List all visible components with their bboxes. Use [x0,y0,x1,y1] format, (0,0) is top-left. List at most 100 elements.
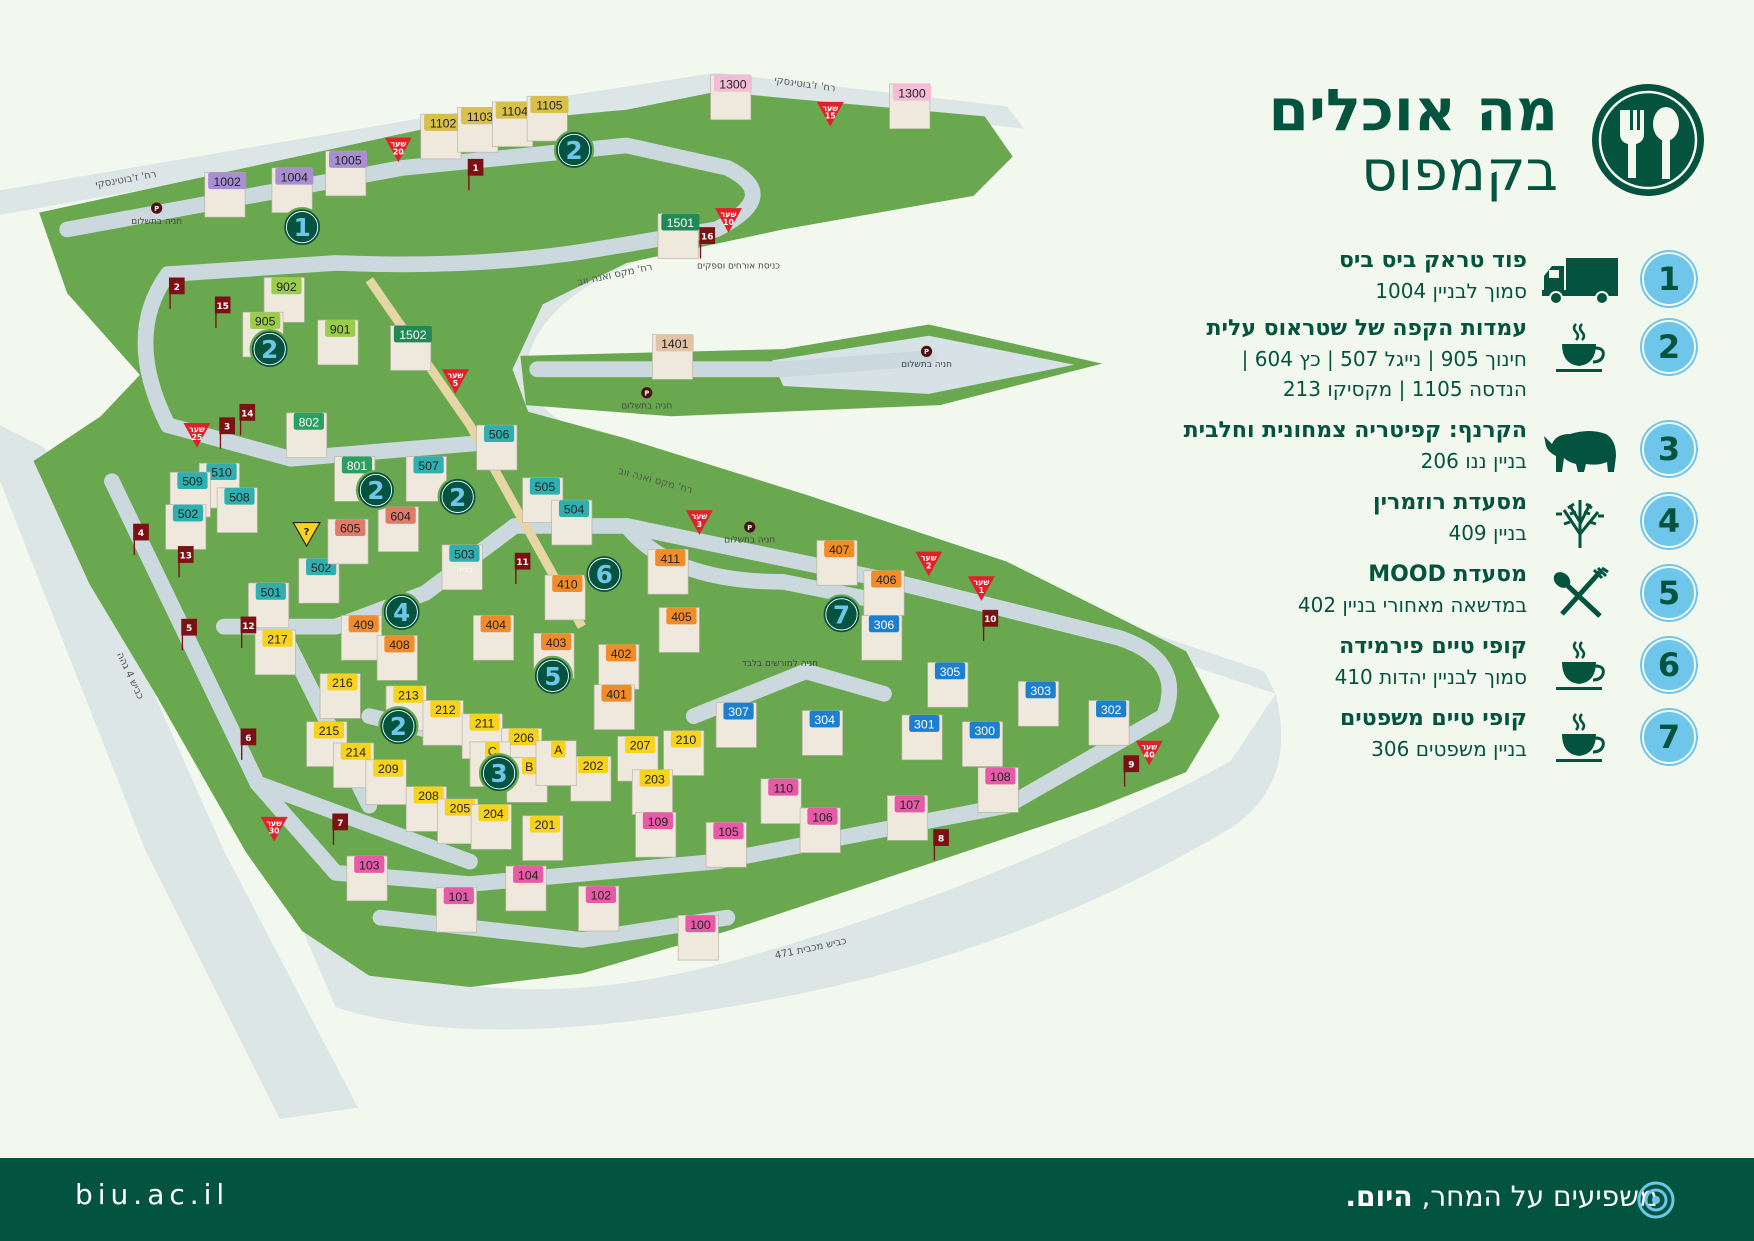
building-402[interactable]: 402 [598,644,640,690]
building-408[interactable]: 408 [376,635,418,681]
building-1002[interactable]: 1002 [204,171,247,218]
building-212[interactable]: 212 [422,700,464,746]
building-100[interactable]: 100 [677,915,719,961]
building-307[interactable]: 307 [715,702,757,748]
building-411[interactable]: 411 [647,549,689,595]
food-marker-2[interactable]: 2 [553,129,595,171]
building-503[interactable]: 503 [441,544,483,591]
parking-flag-8[interactable]: 8 [933,829,949,861]
food-marker-1[interactable]: 1 [281,207,323,248]
building-103[interactable]: 103 [346,855,388,902]
building-502[interactable]: 502 [165,504,207,550]
building-105[interactable]: 105 [705,822,747,868]
building-301[interactable]: 301 [901,714,943,761]
food-marker-2[interactable]: 2 [437,476,478,517]
building-504[interactable]: 504 [551,499,593,546]
food-marker-7[interactable]: 7 [821,594,862,635]
building-A[interactable]: A [535,740,577,786]
building-1103[interactable]: 1103 [457,107,500,153]
building-104[interactable]: 104 [505,865,547,912]
building-1300[interactable]: 1300 [889,83,932,130]
building-110[interactable]: 110 [760,778,802,824]
building-605[interactable]: 605 [327,518,369,565]
building-107[interactable]: 107 [887,795,928,841]
building-1501[interactable]: 1501 [657,213,700,259]
building-305[interactable]: 305 [927,662,969,708]
parking-flag-12[interactable]: 12 [240,616,257,648]
building-210[interactable]: 210 [663,730,705,776]
building-505[interactable]: 505 [522,477,564,523]
food-marker-6[interactable]: 6 [584,553,625,595]
parking-flag-13[interactable]: 13 [177,546,194,578]
parking-flag-3[interactable]: 3 [219,417,235,449]
building-106[interactable]: 106 [799,807,841,854]
building-1105[interactable]: 1105 [526,95,569,142]
parking-flag-2[interactable]: 2 [168,277,185,309]
building-405[interactable]: 405 [658,607,700,653]
building-201[interactable]: 201 [522,815,564,861]
building-300[interactable]: 300 [962,721,1003,767]
building-404[interactable]: 404 [473,615,514,661]
building-215[interactable]: 215 [306,721,348,767]
building-901[interactable]: 901 [317,319,359,366]
building-204[interactable]: 204 [470,804,512,850]
building-303[interactable]: 303 [1017,681,1059,727]
building-202[interactable]: 202 [570,756,612,802]
building-304[interactable]: 304 [801,710,843,756]
building-502[interactable]: 502 [298,558,340,604]
building-407[interactable]: 407 [816,540,858,586]
food-marker-2[interactable]: 2 [378,706,419,747]
parking-flag-11[interactable]: 11 [514,552,531,585]
parking-flag-4[interactable]: 4 [133,523,149,556]
parking-flag-10[interactable]: 10 [982,609,999,642]
building-409[interactable]: 409 [340,615,382,661]
building-209[interactable]: 209 [365,759,407,805]
website-link[interactable]: biu.ac.il [75,1178,230,1211]
building-401[interactable]: 401 [593,684,635,730]
food-marker-5[interactable]: 5 [532,655,573,697]
parking-flag-7[interactable]: 7 [332,813,349,845]
parking-flag-16[interactable]: 16 [699,227,716,259]
building-101[interactable]: 101 [436,887,478,933]
parking-flag-14[interactable]: 14 [239,403,256,436]
building-1300[interactable]: 1300 [710,74,752,121]
building-109[interactable]: 109 [635,812,677,858]
building-506[interactable]: 506 [476,424,518,471]
food-marker-2[interactable]: 2 [355,469,397,511]
parking-flag-9[interactable]: 9 [1123,755,1140,787]
building-507[interactable]: 507 [405,456,447,502]
building-216[interactable]: 216 [319,673,361,719]
building-1004[interactable]: 1004 [271,167,314,213]
building-203[interactable]: 203 [631,769,673,815]
building-1102[interactable]: 1102 [420,113,463,160]
building-1502[interactable]: 1502 [390,325,432,371]
building-406[interactable]: 406 [863,570,905,616]
building-1401[interactable]: 1401 [652,334,694,380]
building-102[interactable]: 102 [578,885,620,932]
building-802[interactable]: 802 [286,412,328,459]
food-marker-4[interactable]: 4 [381,591,422,633]
parking-flag-6[interactable]: 6 [240,728,257,760]
parking-flag-15[interactable]: 15 [214,296,231,328]
building-306[interactable]: 306 [861,615,903,661]
parking-flag-1[interactable]: 1 [467,158,484,191]
building-508[interactable]: 508 [216,487,258,533]
building-302[interactable]: 302 [1088,700,1130,746]
building-108[interactable]: 108 [977,767,1019,813]
building-410[interactable]: 410 [544,574,586,621]
building-604[interactable]: 604 [377,506,419,553]
parking-flag-5[interactable]: 5 [181,618,197,651]
